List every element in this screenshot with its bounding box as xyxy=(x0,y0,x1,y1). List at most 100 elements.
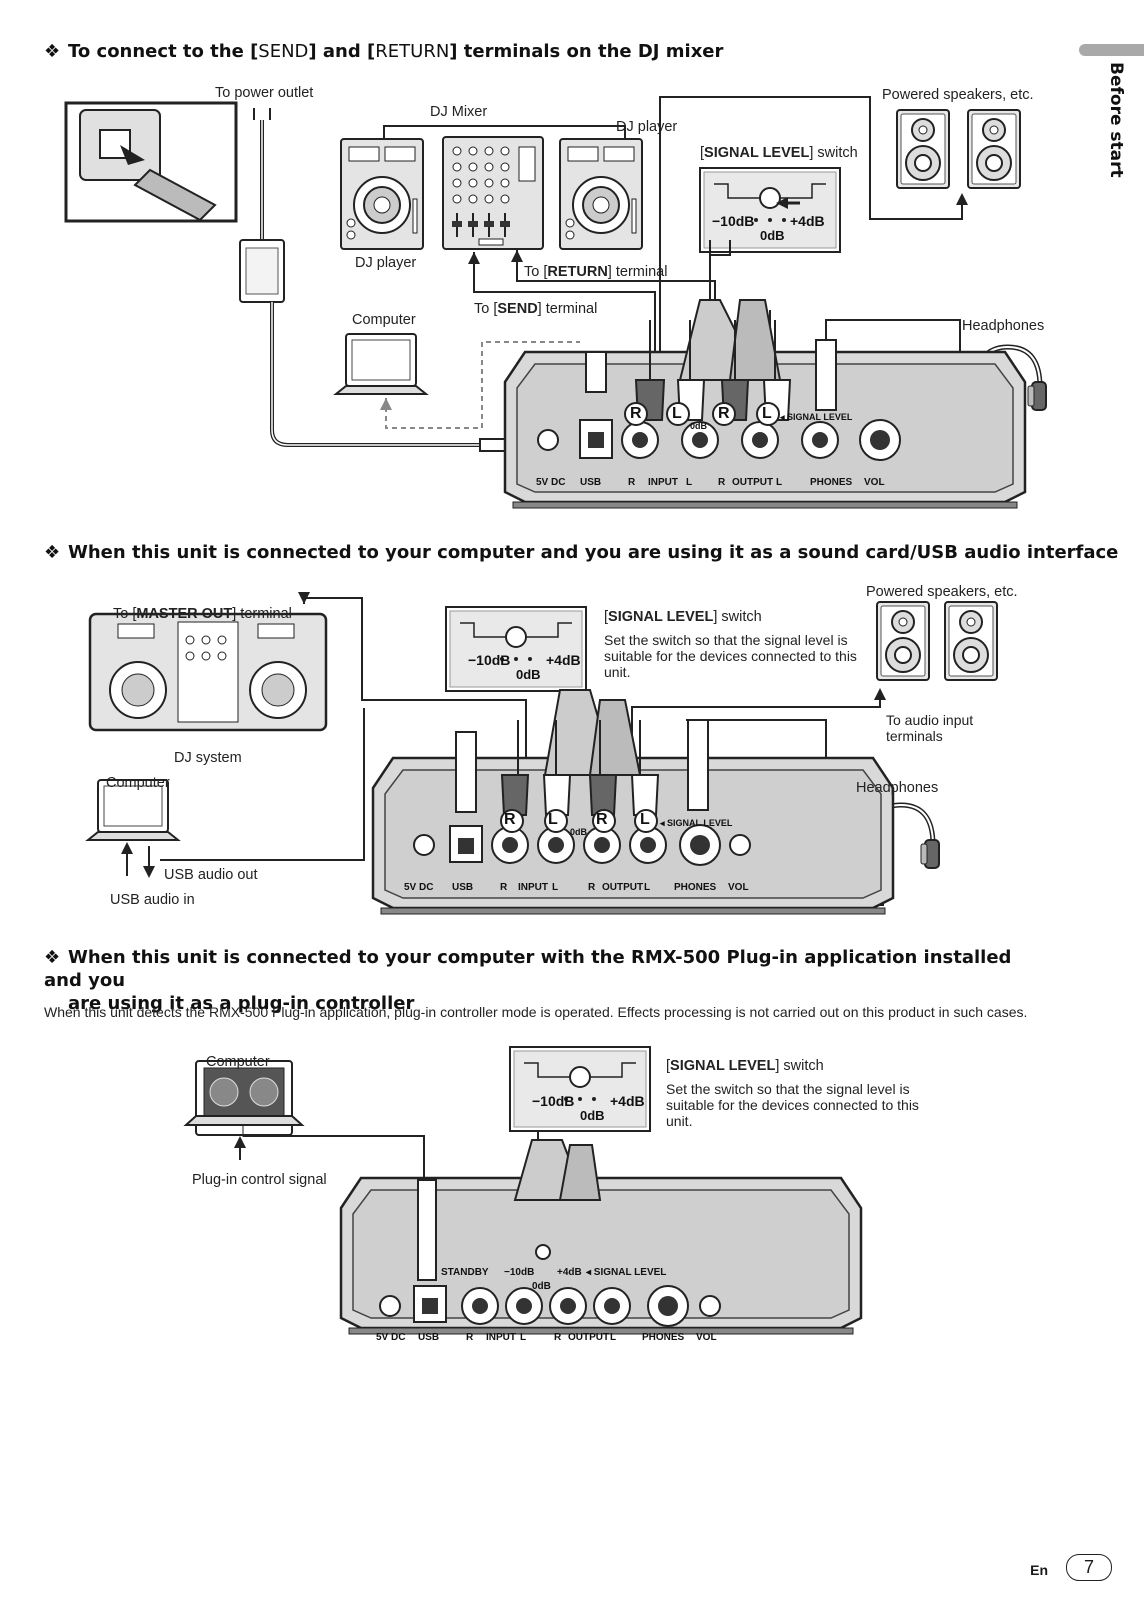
svg-text:R: R xyxy=(628,477,636,488)
svg-text:R: R xyxy=(596,811,608,828)
signal-level-label: [SIGNAL LEVEL] switch xyxy=(604,609,762,625)
headphones-label: Headphones xyxy=(856,780,939,796)
svg-text:0dB: 0dB xyxy=(570,827,588,837)
section2-heading: ❖When this unit is connected to your com… xyxy=(44,542,1119,563)
master-out-label: To [MASTER OUT] terminal xyxy=(113,606,292,622)
svg-text:USB: USB xyxy=(452,882,473,893)
svg-text:◂ SIGNAL LEVEL: ◂ SIGNAL LEVEL xyxy=(779,412,853,422)
svg-text:R: R xyxy=(500,882,508,893)
svg-text:0dB: 0dB xyxy=(580,1108,605,1123)
computer-icon xyxy=(335,333,427,395)
signal-level-note: Set the switch so that the signal level … xyxy=(604,632,857,680)
svg-text:R: R xyxy=(630,405,642,422)
standby-label: STANDBY xyxy=(441,1267,489,1278)
power-outlet-label: To power outlet xyxy=(215,85,314,101)
svg-text:L: L xyxy=(644,882,650,893)
language-label: En xyxy=(1030,1562,1048,1578)
dj-player-left-label: DJ player xyxy=(355,255,417,271)
svg-text:−10dB: −10dB xyxy=(712,213,754,229)
svg-text:OUTPUT: OUTPUT xyxy=(568,1332,609,1343)
dj-mixer-icon xyxy=(442,136,544,250)
diamond-bullet-icon: ❖ xyxy=(44,542,61,563)
computer-label: Computer xyxy=(206,1054,270,1070)
section3-heading: ❖When this unit is connected to your com… xyxy=(44,947,1012,1014)
svg-text:L: L xyxy=(640,811,650,828)
svg-text:L: L xyxy=(686,477,692,488)
svg-text:R: R xyxy=(718,405,730,422)
dj-player-right-icon xyxy=(559,138,643,250)
svg-text:R: R xyxy=(718,477,726,488)
svg-text:OUTPUT: OUTPUT xyxy=(732,477,773,488)
plugin-control-signal-label: Plug-in control signal xyxy=(192,1172,327,1188)
svg-text:VOL: VOL xyxy=(864,477,885,488)
powered-speaker-left-icon xyxy=(876,601,930,681)
to-return-label: To [RETURN] terminal xyxy=(524,264,668,280)
powered-speakers-label: Powered speakers, etc. xyxy=(866,584,1018,600)
dj-mixer-label: DJ Mixer xyxy=(430,104,488,120)
svg-text:−10dB: −10dB xyxy=(532,1093,574,1109)
svg-text:L: L xyxy=(776,477,782,488)
svg-text:+4dB: +4dB xyxy=(610,1093,645,1109)
section1-heading: ❖To connect to the [SEND] and [RETURN] t… xyxy=(44,41,724,62)
svg-text:L: L xyxy=(762,405,772,422)
diamond-bullet-icon: ❖ xyxy=(44,947,61,968)
svg-text:L: L xyxy=(552,882,558,893)
svg-text:PHONES: PHONES xyxy=(810,477,853,488)
svg-text:L: L xyxy=(672,405,682,422)
svg-text:PHONES: PHONES xyxy=(674,882,717,893)
to-send-label: To [SEND] terminal xyxy=(474,301,598,317)
svg-text:0dB: 0dB xyxy=(516,667,541,682)
svg-text:◂ SIGNAL LEVEL: ◂ SIGNAL LEVEL xyxy=(659,818,733,828)
svg-text:PHONES: PHONES xyxy=(642,1332,685,1343)
svg-text:OUTPUT: OUTPUT xyxy=(602,882,643,893)
signal-level-note: Set the switch so that the signal level … xyxy=(666,1081,919,1129)
usb-audio-out-label: USB audio out xyxy=(164,867,258,883)
powered-speaker-right-icon xyxy=(967,109,1021,189)
dj-player-right-label: DJ player xyxy=(616,119,678,135)
svg-text:USB: USB xyxy=(418,1332,439,1343)
dj-system-label: DJ system xyxy=(174,750,242,766)
svg-text:L: L xyxy=(548,811,558,828)
svg-text:5V DC: 5V DC xyxy=(536,477,565,488)
signal-level-label: [SIGNAL LEVEL] switch xyxy=(666,1058,824,1074)
svg-text:INPUT: INPUT xyxy=(518,882,548,893)
to-audio-input-label: To audio input terminals xyxy=(886,712,974,744)
powered-speakers-label: Powered speakers, etc. xyxy=(882,87,1034,103)
svg-text:R: R xyxy=(504,811,516,828)
svg-text:+4dB: +4dB xyxy=(557,1267,582,1278)
svg-text:USB: USB xyxy=(580,477,601,488)
svg-text:−10dB: −10dB xyxy=(504,1267,534,1278)
svg-text:+4dB: +4dB xyxy=(790,213,825,229)
computer-label: Computer xyxy=(106,775,170,791)
dj-player-left-icon xyxy=(340,138,424,250)
svg-text:5V DC: 5V DC xyxy=(404,882,433,893)
svg-text:0dB: 0dB xyxy=(532,1281,551,1292)
svg-text:R: R xyxy=(466,1332,474,1343)
powered-speaker-right-icon xyxy=(944,601,998,681)
svg-text:5V DC: 5V DC xyxy=(376,1332,405,1343)
signal-level-panel-label: ◂ SIGNAL LEVEL xyxy=(585,1267,666,1278)
svg-text:0dB: 0dB xyxy=(690,421,708,431)
usb-audio-in-label: USB audio in xyxy=(110,892,195,908)
diamond-bullet-icon: ❖ xyxy=(44,41,61,62)
svg-text:INPUT: INPUT xyxy=(648,477,678,488)
sidebar-tab-label: Before start xyxy=(1106,62,1126,178)
svg-text:L: L xyxy=(610,1332,616,1343)
svg-text:VOL: VOL xyxy=(696,1332,717,1343)
signal-level-label: [SIGNAL LEVEL] switch xyxy=(700,145,858,161)
page-number: 7 xyxy=(1066,1554,1112,1581)
power-plug-icon xyxy=(133,168,217,222)
section-tab-marker xyxy=(1079,44,1144,56)
svg-text:+4dB: +4dB xyxy=(546,652,581,668)
powered-speaker-left-icon xyxy=(896,109,950,189)
svg-text:R: R xyxy=(554,1332,562,1343)
computer-label: Computer xyxy=(352,312,416,328)
section3-paragraph: When this unit detects the RMX-500 Plug-… xyxy=(44,1004,1028,1020)
svg-text:−10dB: −10dB xyxy=(468,652,510,668)
svg-text:VOL: VOL xyxy=(728,882,749,893)
svg-text:L: L xyxy=(520,1332,526,1343)
headphones-label: Headphones xyxy=(962,318,1045,334)
svg-text:R: R xyxy=(588,882,596,893)
svg-text:INPUT: INPUT xyxy=(486,1332,516,1343)
